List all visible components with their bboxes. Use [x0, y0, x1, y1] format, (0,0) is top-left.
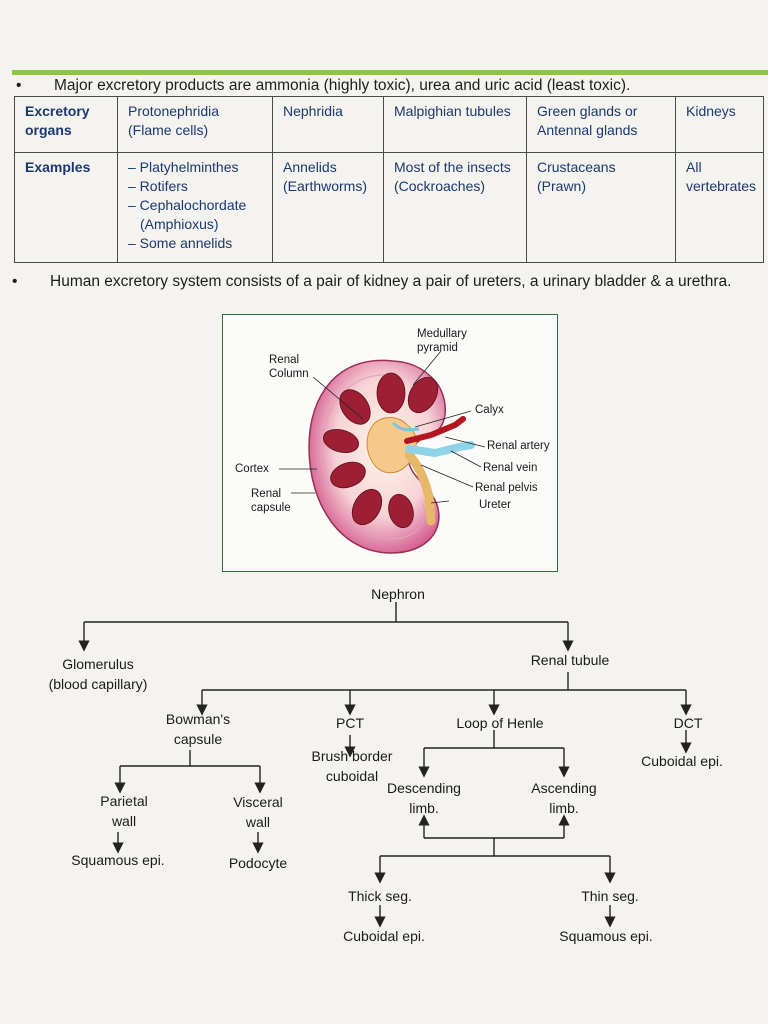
node-renal-tubule: Renal tubule	[530, 652, 610, 668]
example-line: (Prawn)	[537, 178, 587, 194]
cell-example: – Platyhelminthes – Rotifers – Cephaloch…	[117, 152, 273, 263]
node-line: (blood capillary)	[48, 676, 148, 692]
node-line: Parietal	[100, 793, 148, 809]
example-line: – Cephalochordate	[128, 197, 247, 213]
bullet-text: Human excretory system consists of a pai…	[50, 273, 732, 290]
row-header-examples: Examples	[14, 152, 118, 263]
example-line: Most of the insects	[394, 159, 511, 175]
cell-organ: Kidneys	[675, 96, 764, 153]
bullet-excretory-products: • Major excretory products are ammonia (…	[16, 76, 630, 96]
nephron-tree-lines	[78, 602, 692, 928]
node-loop-of-henle: Loop of Henle	[456, 715, 544, 731]
accent-bar	[12, 70, 768, 75]
node-line: Descending	[387, 780, 461, 796]
bullet-dot: •	[12, 273, 18, 290]
node-ascending-limb: Ascending limb.	[531, 778, 596, 818]
node-line: capsule	[173, 731, 223, 747]
label-calyx: Calyx	[475, 404, 504, 416]
node-line: limb.	[409, 800, 439, 816]
kidney-illustration	[279, 350, 486, 554]
label-text: Medullary pyramid	[417, 328, 467, 354]
node-line: limb.	[549, 800, 579, 816]
example-line: – Some annelids	[128, 235, 233, 251]
node-pct: PCT	[336, 715, 364, 731]
table-row-examples: Examples – Platyhelminthes – Rotifers – …	[14, 152, 764, 263]
label-renal-column: Renal Column	[269, 353, 319, 381]
label-renal-vein: Renal vein	[483, 462, 538, 474]
node-line: Bowman's	[165, 711, 231, 727]
node-thin-detail: Squamous epi.	[559, 928, 653, 944]
example-line: (Earthworms)	[283, 178, 368, 194]
example-line: (Cockroaches)	[394, 178, 486, 194]
example-line: Crustaceans	[537, 159, 616, 175]
node-thick-detail: Cuboidal epi.	[343, 928, 425, 944]
node-pct-detail: Brush border cuboidal	[312, 746, 393, 786]
bullet-text: Major excretory products are ammonia (hi…	[54, 77, 631, 94]
label-medullary-pyramid: Medullary pyramid	[417, 327, 481, 355]
node-line: Visceral	[233, 794, 283, 810]
example-line: (Amphioxus)	[140, 216, 219, 232]
cell-example: Crustaceans (Prawn)	[526, 152, 676, 263]
example-line: Annelids	[283, 159, 337, 175]
example-line: – Rotifers	[128, 178, 188, 194]
node-dct: DCT	[673, 715, 703, 731]
node-thick-seg: Thick seg.	[348, 888, 412, 904]
cell-example: Most of the insects (Cockroaches)	[383, 152, 527, 263]
node-thin-seg: Thin seg.	[581, 888, 639, 904]
node-line: wall	[245, 814, 271, 830]
label-ureter: Ureter	[479, 499, 511, 511]
cell-example: All vertebrates	[675, 152, 764, 263]
kidney-diagram: Medullary pyramid Renal Column Calyx Ren…	[222, 314, 558, 572]
cell-organ: Nephridia	[272, 96, 384, 153]
node-glomerulus: Glomerulus (blood capillary)	[49, 654, 148, 694]
node-dct-detail: Cuboidal epi.	[641, 753, 723, 769]
cell-example: Annelids (Earthworms)	[272, 152, 384, 263]
node-line: cuboidal	[325, 768, 379, 784]
bullet-human-excretory: • Human excretory system consists of a p…	[12, 272, 768, 292]
node-line: Ascending	[531, 780, 597, 796]
cell-organ: Malpighian tubules	[383, 96, 527, 153]
node-parietal-detail: Squamous epi.	[71, 852, 165, 868]
node-nephron: Nephron	[371, 586, 425, 602]
node-visceral-detail: Podocyte	[228, 855, 288, 871]
bullet-dot: •	[16, 77, 22, 94]
label-renal-artery: Renal artery	[487, 440, 550, 452]
node-visceral-wall: Visceral wall	[233, 792, 283, 832]
node-line: wall	[111, 813, 137, 829]
table-row-organs: Excretory organs Protonephridia (Flame c…	[14, 96, 764, 153]
excretory-organs-table: Excretory organs Protonephridia (Flame c…	[14, 96, 764, 263]
example-line: vertebrates	[686, 178, 757, 194]
label-text: Renal capsule	[251, 488, 291, 514]
node-line: Brush border	[311, 748, 393, 764]
node-line: Glomerulus	[62, 656, 134, 672]
label-cortex: Cortex	[235, 463, 269, 475]
node-bowmans-capsule: Bowman's capsule	[166, 709, 230, 749]
node-descending-limb: Descending limb.	[387, 778, 461, 818]
label-text: Renal Column	[269, 354, 309, 380]
cell-organ: Green glands or Antennal glands	[526, 96, 676, 153]
cell-organ: Protonephridia (Flame cells)	[117, 96, 273, 153]
label-renal-capsule: Renal capsule	[251, 487, 297, 515]
example-line: All	[686, 159, 702, 175]
label-renal-pelvis: Renal pelvis	[475, 482, 538, 494]
node-parietal-wall: Parietal wall	[100, 791, 147, 831]
example-line: – Platyhelminthes	[128, 159, 239, 175]
row-header-organs: Excretory organs	[14, 96, 118, 153]
